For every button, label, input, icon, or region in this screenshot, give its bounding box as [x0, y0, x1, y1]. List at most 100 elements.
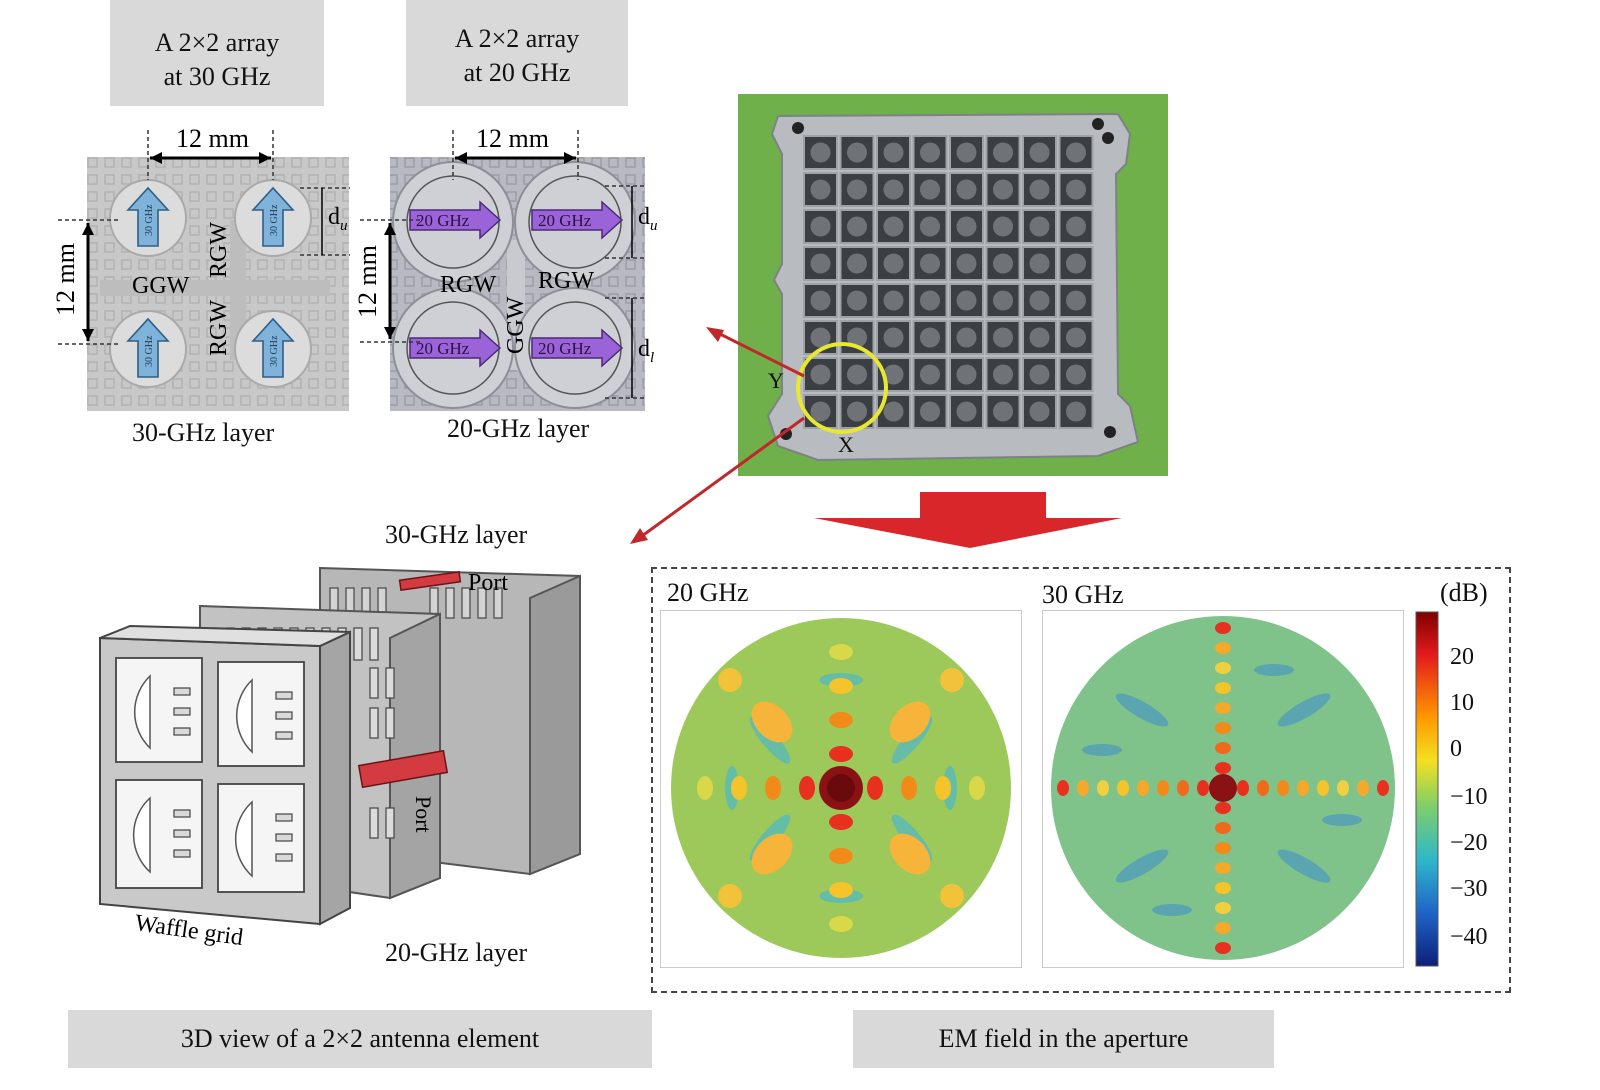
photo-cell-hole: [1066, 253, 1086, 274]
photo-cell-hole: [920, 364, 940, 385]
du-label-30: d: [328, 204, 340, 230]
field-lobe: [1237, 780, 1249, 796]
photo-cell-hole: [956, 364, 977, 385]
port20-arrow-bl: [409, 328, 502, 368]
photo-cell-hole: [920, 142, 940, 163]
photo-cell-hole: [956, 216, 977, 237]
photo-cell-hole: [993, 290, 1013, 311]
photo-cell-hole: [847, 179, 867, 200]
field-lobe: [1077, 780, 1089, 796]
field-lobe: [867, 776, 883, 800]
photo-cell-hole: [847, 216, 867, 237]
colorbar-tick-1: 10: [1450, 690, 1474, 716]
photo-cell-hole: [810, 364, 831, 385]
photo-cell-hole: [810, 253, 831, 274]
field-lobe: [1357, 780, 1369, 796]
field-lobe: [829, 814, 853, 830]
field-lobe: [1137, 780, 1149, 796]
field-lobe: [718, 884, 742, 908]
photo-cell: [949, 394, 984, 429]
layer20-schematic: 20 GHz 20 GHz 20 GHz 20 GHz RGW RGW GGW …: [353, 124, 658, 411]
field-lobe: [1215, 862, 1231, 874]
port20-label-br: 20 GHz: [538, 339, 592, 358]
field-lobe: [829, 848, 853, 864]
field-lobe: [731, 776, 747, 800]
photo-cell-hole: [1066, 142, 1086, 163]
photo-cell: [1022, 320, 1057, 355]
rgw-label-30-upper: RGW: [206, 222, 232, 278]
photo-cell-hole: [956, 142, 977, 163]
photo-cell-hole: [993, 142, 1013, 163]
model3d-caption-box: 3D view of a 2×2 antenna element: [68, 1010, 652, 1068]
field-label-20: 20 GHz: [667, 578, 749, 607]
field-lobe: [1215, 842, 1231, 854]
field-lobe: [799, 776, 815, 800]
field-lobe: [1377, 780, 1389, 796]
photo-cell-hole: [1066, 327, 1086, 348]
photo-cell-hole: [920, 327, 940, 348]
svg-text:du: du: [638, 204, 658, 234]
field-lobe: [1215, 722, 1231, 734]
axis-y-label: Y: [768, 368, 784, 393]
photo-cell: [949, 135, 984, 170]
field-lobe: [1097, 780, 1109, 796]
port20-label-tl: 20 GHz: [416, 211, 470, 230]
colorbar-gradient: [1415, 611, 1439, 967]
photo-cell-hole: [1066, 401, 1086, 422]
field-lobe: [1215, 662, 1231, 674]
field-lobe: [1215, 682, 1231, 694]
photo-cell-hole: [1066, 364, 1086, 385]
rgw-label-20-left: RGW: [440, 272, 496, 298]
ggw-label-20: GGW: [503, 296, 529, 354]
field-lobe: [1215, 902, 1231, 914]
field-lobe: [829, 916, 853, 932]
photo-cell: [803, 246, 838, 281]
photo-cell-hole: [1029, 290, 1050, 311]
field-lobe: [829, 712, 853, 728]
photo-cell-hole: [920, 179, 940, 200]
photo-cell-hole: [993, 401, 1013, 422]
array30-title-line1: A 2×2 array: [154, 28, 280, 57]
field-lobe: [1215, 922, 1231, 934]
port30-label-tr: 30 GHz: [269, 204, 280, 236]
field-lobe: [1277, 780, 1289, 796]
photo-cell-hole: [920, 401, 940, 422]
photo-cell-hole: [1029, 364, 1050, 385]
photo-cell-hole: [883, 401, 904, 422]
photo-cell-hole: [847, 253, 867, 274]
field-lobe: [969, 776, 985, 800]
port30-label-bl: 30 GHz: [144, 335, 155, 367]
dim-vertical-30: 12 mm: [51, 243, 80, 316]
port30-label-tl: 30 GHz: [144, 204, 155, 236]
photo-cell-hole: [956, 253, 977, 274]
array-photo: Y X: [738, 94, 1168, 476]
field-lobe: [1215, 742, 1231, 754]
field-lobe: [1215, 802, 1231, 814]
field-lobe: [1317, 780, 1329, 796]
field-lobe: [1215, 702, 1231, 714]
field-lobe: [751, 833, 793, 875]
port20-arrow-tl: [409, 200, 502, 240]
port30-arrow-tr: [251, 186, 295, 247]
field-lobe: [1215, 882, 1231, 894]
array20-title-line2: at 20 GHz: [463, 58, 571, 87]
dim-horizontal-30: 12 mm: [176, 124, 249, 153]
ggw-label-30: GGW: [132, 273, 190, 299]
field-lobe: [1215, 942, 1231, 954]
port20-label-tr: 20 GHz: [538, 211, 592, 230]
field-lobe: [829, 882, 853, 898]
dl-label-20: d: [638, 336, 650, 362]
photo-cell-hole: [883, 216, 904, 237]
photo-cell-hole: [993, 364, 1013, 385]
big-down-arrow: [814, 492, 1122, 548]
photo-cell: [839, 246, 875, 281]
photo-cell-hole: [993, 216, 1013, 237]
photo-cell-hole: [810, 401, 831, 422]
field-lobe: [697, 776, 713, 800]
photo-cell-hole: [956, 327, 977, 348]
colorbar: 20 10 0 −10 −20 −30 −40: [1415, 611, 1488, 967]
port30-arrow-bl: [126, 317, 170, 378]
photo-cell-hole: [810, 216, 831, 237]
field-lobe: [1215, 642, 1231, 654]
photo-cell-hole: [956, 290, 977, 311]
